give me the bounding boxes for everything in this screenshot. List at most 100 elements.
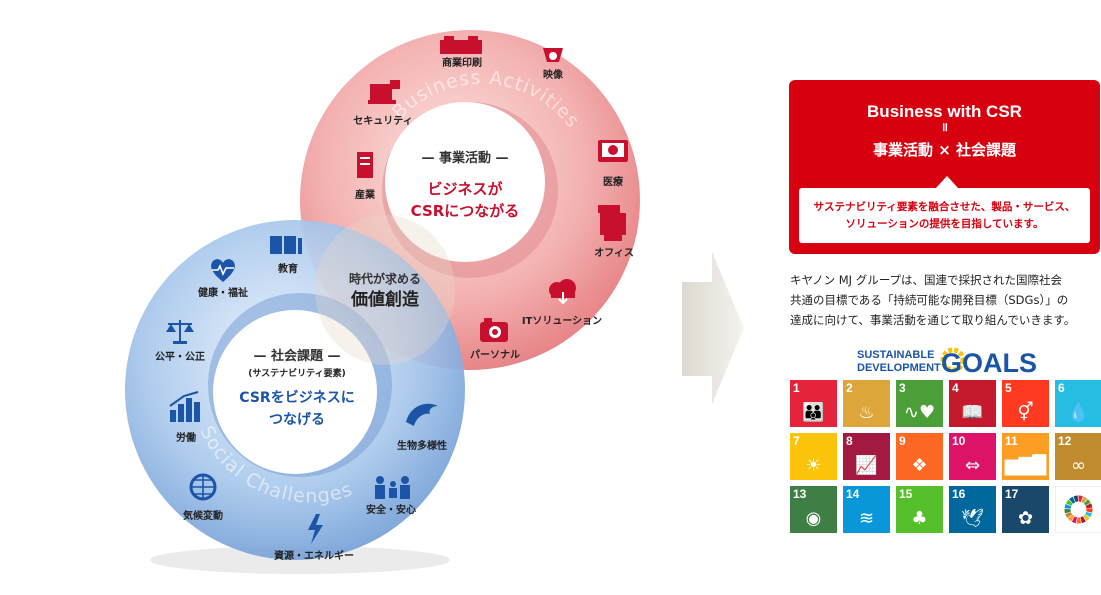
book-icon: [270, 236, 302, 254]
globe-thermometer-icon: [189, 473, 217, 501]
social-center-subtitle: (サステナビリティ要素): [248, 367, 346, 379]
sdg-tile-10: 10⇔: [949, 433, 996, 480]
sdg-number: 13: [793, 487, 807, 501]
dolphin-icon: [406, 403, 438, 426]
worker-chart-icon: [169, 391, 200, 422]
description-line1: キヤノン MJ グループは、国連で採択された国際社会: [790, 273, 1063, 287]
sdg-tile-2: 2♨: [843, 380, 890, 427]
description-line2: 共通の目標である「持続可能な開発目標（SDGs）」の: [790, 293, 1069, 307]
bowl-icon: ♨: [858, 402, 875, 423]
sdg-tile-15: 15 ♣: [896, 486, 943, 533]
flower-icon: ✿: [1017, 508, 1034, 529]
social-item-5: 気候変動: [182, 509, 223, 522]
social-item-7: 資源・エネルギー: [274, 549, 354, 562]
lightning-icon: [308, 514, 323, 544]
business-center-line2: CSRにつながる: [411, 202, 520, 220]
social-item-3: 労働: [176, 431, 196, 444]
sdg-number: 14: [846, 487, 860, 501]
sdg-number: 6: [1058, 381, 1065, 395]
sdg-tile-16: 16 🕊: [949, 486, 996, 533]
social-item-1: 健康・福祉: [198, 286, 248, 299]
overlap-line1: 時代が求める: [349, 271, 421, 286]
sdg-tile-9: 9❖: [896, 433, 943, 480]
csr-box-sub2: ソリューションの提供を目指しています。: [845, 217, 1044, 230]
sdg-tile-7: 7☀: [790, 433, 837, 480]
business-item-7: パーソナル: [470, 349, 520, 361]
infinity-icon: ∞: [1071, 455, 1086, 476]
description-line3: 達成に向けて、事業活動を通じて取り組んでいきます。: [790, 313, 1076, 327]
medical-monitor-icon: [598, 140, 628, 162]
social-center-title: — 社会課題 —: [253, 348, 340, 364]
printer-icon: [440, 36, 482, 54]
gender-icon: ⚥: [1017, 402, 1034, 423]
tree-icon: ♣: [911, 508, 928, 529]
business-item-1: 映像: [543, 68, 564, 81]
sdg-wheel-icon: [940, 347, 966, 373]
sdg-tile-6: 6💧: [1055, 380, 1101, 427]
csr-box-notch: [935, 176, 959, 189]
sdg-tile-4: 4📖: [949, 380, 996, 427]
sdg-logo-line1: SUSTAINABLE: [857, 349, 934, 361]
camera-icon: [480, 318, 508, 342]
sdg-tile-17: 17✿: [1002, 486, 1049, 533]
server-icon: [357, 152, 373, 178]
cubes-icon: ❖: [911, 455, 928, 476]
heartbeat-icon: ∿♥: [903, 402, 936, 423]
projector-icon: [543, 48, 563, 62]
sun-icon: ☀: [805, 455, 822, 476]
business-item-2: セキュリティ: [353, 115, 412, 127]
csr-box-line1: Business with CSR: [867, 102, 1022, 121]
cloud-download-icon: [549, 279, 576, 305]
csr-box: Business with CSR ॥ 事業活動 × 社会課題 サステナビリティ…: [789, 80, 1100, 254]
business-item-0: 商業印刷: [442, 56, 482, 69]
growth-icon: 📈: [855, 455, 878, 476]
sdg-logo: SUSTAINABLE DEVELOPMENT GOALS: [857, 347, 1037, 378]
flow-arrow-icon: [682, 252, 744, 404]
sdg-number: 11: [1005, 434, 1018, 448]
business-item-6: ITソリューション: [522, 315, 602, 327]
sdg-number: 3: [899, 381, 906, 395]
water-icon: 💧: [1067, 402, 1090, 423]
business-center-title: — 事業活動 —: [421, 150, 508, 166]
sdg-number: 16: [952, 487, 966, 501]
family-icon: [375, 476, 410, 499]
sdg-tile-logo: [1055, 486, 1101, 533]
csr-box-line2: 事業活動 × 社会課題: [872, 141, 1016, 159]
eye-icon: ◉: [805, 508, 822, 529]
business-center-line1: ビジネスが: [427, 180, 503, 198]
fish-icon: ≋: [858, 508, 875, 529]
business-center: [385, 102, 545, 262]
sdg-tile-5: 5⚥: [1002, 380, 1049, 427]
sdg-number: 8: [846, 434, 853, 448]
book-icon: 📖: [961, 402, 984, 423]
sdg-number: 15: [899, 487, 913, 501]
overlap-line2: 価値創造: [350, 289, 420, 310]
sdg-logo-goals: GOALS: [941, 348, 1037, 378]
social-center: [213, 310, 377, 474]
business-item-3: 医療: [603, 175, 623, 188]
sdg-number: 2: [846, 381, 853, 395]
scales-icon: [166, 320, 194, 344]
copier-icon: [598, 205, 626, 241]
dove-icon: 🕊: [961, 508, 984, 529]
sdg-number: 12: [1058, 434, 1072, 448]
social-item-4: 生物多様性: [397, 439, 447, 452]
sdg-tile-1: 1👪: [790, 380, 837, 427]
business-item-5: オフィス: [594, 247, 634, 259]
social-item-6: 安全・安心: [366, 503, 416, 516]
sdg-number: 1: [793, 381, 800, 395]
description: キヤノン MJ グループは、国連で採択された国際社会 共通の目標である「持続可能…: [790, 270, 1101, 330]
social-center-line2: つなげる: [269, 412, 325, 428]
csr-box-sub1: サステナビリティ要素を融合させた、製品・サービス、: [813, 200, 1076, 213]
sdg-logo-line2: DEVELOPMENT: [857, 362, 941, 374]
sdg-number: 9: [899, 434, 906, 448]
sdg-number: 5: [1005, 381, 1012, 395]
business-item-4: 産業: [355, 188, 376, 201]
sdg-tile-12: 12 ∞: [1055, 433, 1101, 480]
sdg-number: 10: [952, 434, 966, 448]
heart-pulse-icon: [211, 259, 235, 282]
csr-box-equals: ॥: [940, 120, 949, 134]
csr-box-sub: サステナビリティ要素を融合させた、製品・サービス、 ソリューションの提供を目指し…: [799, 188, 1090, 243]
